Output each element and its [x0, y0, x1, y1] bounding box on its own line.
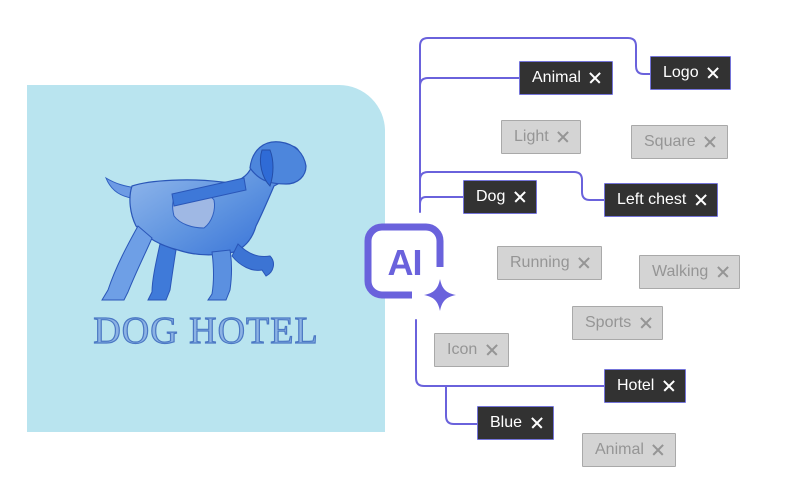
tag-label: Logo — [663, 64, 699, 81]
tag-logo[interactable]: Logo — [650, 56, 731, 90]
tag-label: Light — [514, 128, 549, 145]
tag-square[interactable]: Square — [631, 125, 728, 159]
close-icon[interactable] — [640, 318, 651, 329]
tag-running[interactable]: Running — [497, 246, 602, 280]
close-icon[interactable] — [514, 192, 525, 203]
ai-badge: AI — [364, 223, 460, 319]
logo-text: DOG HOTEL — [93, 310, 318, 352]
tag-icon[interactable]: Icon — [434, 333, 510, 367]
tag-label: Running — [510, 254, 570, 271]
tag-label: Blue — [490, 414, 523, 431]
close-icon[interactable] — [695, 195, 706, 206]
tag-label: Walking — [652, 263, 709, 280]
close-icon[interactable] — [663, 381, 674, 392]
close-icon[interactable] — [653, 445, 664, 456]
tag-left-chest[interactable]: Left chest — [604, 183, 719, 217]
tag-label: Sports — [585, 314, 632, 331]
close-icon[interactable] — [531, 418, 542, 429]
ai-frame-icon — [364, 223, 456, 311]
tag-walking[interactable]: Walking — [639, 255, 741, 289]
logo-preview-panel — [27, 85, 385, 432]
tag-label: Animal — [595, 441, 644, 458]
tag-label: Hotel — [617, 377, 655, 394]
close-icon[interactable] — [590, 73, 601, 84]
tag-label: Animal — [532, 69, 581, 86]
close-icon[interactable] — [708, 68, 719, 79]
tag-hotel[interactable]: Hotel — [604, 369, 687, 403]
tag-animal-secondary[interactable]: Animal — [582, 433, 676, 467]
sparkle-icon — [424, 279, 456, 311]
tag-dog[interactable]: Dog — [463, 180, 538, 214]
ai-label: AI — [387, 242, 423, 283]
tag-label: Square — [644, 133, 696, 150]
close-icon[interactable] — [579, 258, 590, 269]
tag-animal[interactable]: Animal — [519, 61, 613, 95]
tag-light[interactable]: Light — [501, 120, 581, 154]
close-icon[interactable] — [558, 132, 569, 143]
close-icon[interactable] — [486, 345, 497, 356]
tag-label: Left chest — [617, 191, 687, 208]
tag-label: Dog — [476, 188, 506, 205]
tag-label: Icon — [447, 341, 478, 358]
tag-sports[interactable]: Sports — [572, 306, 664, 340]
dog-illustration — [101, 141, 307, 301]
close-icon[interactable] — [717, 267, 728, 278]
tag-blue[interactable]: Blue — [477, 406, 555, 440]
close-icon[interactable] — [705, 137, 716, 148]
